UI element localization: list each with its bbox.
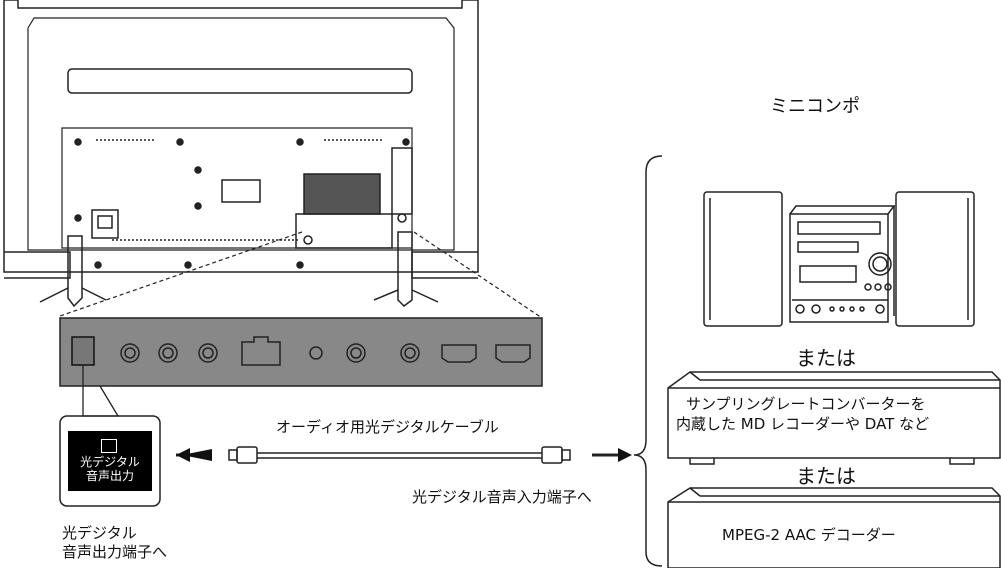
output-label-line1: 光デジタル xyxy=(62,524,137,542)
md-dat-label-line1: サンプリングレートコンバーターを xyxy=(686,395,926,413)
rca-jack-2 xyxy=(158,343,178,363)
mini-jack xyxy=(309,346,323,360)
or-label-2: または xyxy=(796,464,856,488)
optical-cable xyxy=(176,446,632,464)
input-label: 光デジタル音声入力端子へ xyxy=(412,488,592,506)
rca-jack-1 xyxy=(120,343,140,363)
tv-stand-left xyxy=(39,235,107,308)
rca-jack-3 xyxy=(198,343,218,363)
lan-port xyxy=(241,336,281,366)
output-label-line2: 音声出力端子へ xyxy=(62,543,168,561)
rca-jack-4 xyxy=(346,343,366,363)
or-label-1: または xyxy=(796,346,856,370)
mini-component-stereo xyxy=(703,191,975,327)
optical-output-label: 光デジタル 音声出力 xyxy=(68,431,152,491)
decoder-label: MPEG-2 AAC デコーダー xyxy=(722,526,896,544)
tv-port-label-line1: 光デジタル xyxy=(80,455,140,469)
optical-port-callout xyxy=(59,415,161,507)
optical-port-icon xyxy=(101,439,117,453)
terminal-panel-enlarged xyxy=(59,317,543,387)
cable-label: オーディオ用光デジタルケーブル xyxy=(276,418,499,436)
aac-decoder-box xyxy=(667,487,1001,568)
tv-port-label-line2: 音声出力 xyxy=(85,469,134,483)
device-group-brace xyxy=(633,155,663,567)
minicompo-title: ミニコンポ xyxy=(770,96,860,117)
md-dat-label-line2: 内蔵した MD レコーダーや DAT など xyxy=(676,415,930,433)
tv-stand-right xyxy=(373,231,439,307)
rca-jack-5 xyxy=(400,343,420,363)
tv-rear-panel xyxy=(3,0,479,279)
md-dat-recorder-box xyxy=(667,371,1001,465)
hdmi-port-1 xyxy=(441,344,477,363)
hdmi-port-2 xyxy=(495,344,531,363)
